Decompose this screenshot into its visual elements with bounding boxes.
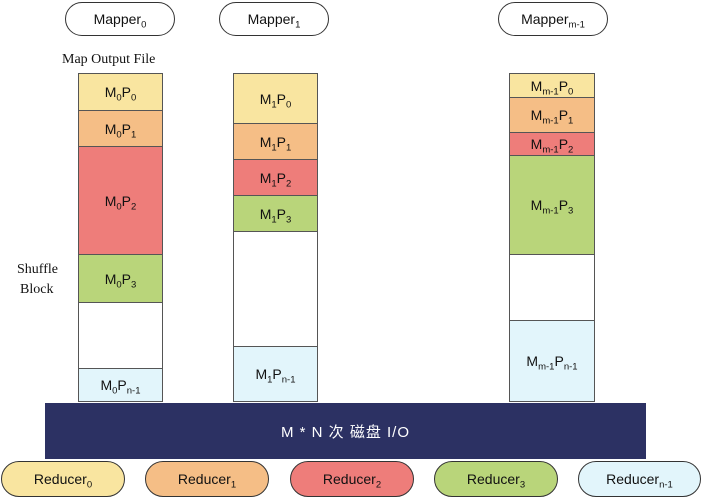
block-m1-p0: M1P0	[234, 74, 317, 124]
block-m1-p1-label: M1P1	[259, 133, 292, 153]
reducer-1-label: Reducer1	[177, 471, 237, 491]
block-mm-1-p1: Mm-1P1	[510, 98, 594, 133]
block-mm-1-pn-1-label: Mm-1Pn-1	[526, 353, 578, 373]
block-m0-pn-1: M0Pn-1	[79, 368, 162, 401]
map-output-file-0: M0P0 M0P1 M0P2 M0P3 M0Pn-1	[78, 73, 163, 402]
block-m0-p3-label: M0P3	[104, 270, 137, 290]
shuffle-block-label-line2: Block	[20, 282, 54, 297]
block-mm-1-p3: Mm-1P3	[510, 156, 594, 255]
block-mm-1-p1-label: Mm-1P1	[530, 107, 574, 127]
block-m0-p3: M0P3	[79, 255, 162, 303]
block-m1-p2: M1P2	[234, 160, 317, 196]
mapper-0-node: Mapper0	[65, 2, 175, 36]
reducer-2-node: Reducer2	[290, 461, 414, 497]
block-m0-p1: M0P1	[79, 111, 162, 147]
map-output-file-m-1: Mm-1P0 Mm-1P1 Mm-1P2 Mm-1P3 Mm-1Pn-1	[509, 73, 595, 402]
reducer-3-node: Reducer3	[434, 461, 558, 497]
disk-io-bar: M * N 次 磁盘 I/O	[45, 403, 646, 459]
mapper-1-node: Mapper1	[219, 2, 329, 36]
mapper-m-1-label: Mapperm-1	[521, 11, 585, 31]
reducer-0-label: Reducer0	[33, 471, 93, 491]
block-m1-p3-label: M1P3	[259, 205, 292, 225]
block-m1-pn-1: M1Pn-1	[234, 346, 317, 401]
block-m0-p0-label: M0P0	[104, 84, 137, 104]
shuffle-block-label-line1: Shuffle	[17, 262, 58, 277]
block-m0-pn-1-label: M0Pn-1	[100, 377, 141, 397]
mapper-m-1-node: Mapperm-1	[498, 2, 608, 36]
block-m1-p1: M1P1	[234, 124, 317, 160]
block-mm-1-p2: Mm-1P2	[510, 133, 594, 156]
block-mm-1-p0: Mm-1P0	[510, 74, 594, 98]
block-m1-p3: M1P3	[234, 196, 317, 232]
reducer-2-label: Reducer2	[322, 471, 382, 491]
block-m0-p0: M0P0	[79, 74, 162, 111]
block-m0-p2-label: M0P2	[104, 192, 137, 212]
reducer-n-1-label: Reducern-1	[606, 471, 673, 491]
block-m1-p0-label: M1P0	[259, 90, 292, 110]
reducer-n-1-node: Reducern-1	[578, 461, 701, 497]
mapper-0-label: Mapper0	[93, 11, 147, 31]
block-m0-p2: M0P2	[79, 147, 162, 255]
reducer-1-node: Reducer1	[145, 461, 269, 497]
map-output-file-label: Map Output File	[62, 52, 156, 67]
reducer-3-label: Reducer3	[466, 471, 526, 491]
block-m1-p2-label: M1P2	[259, 169, 292, 189]
block-mm-1-p0-label: Mm-1P0	[530, 77, 574, 97]
reducer-0-node: Reducer0	[1, 461, 125, 497]
disk-io-label: M * N 次 磁盘 I/O	[280, 423, 410, 441]
block-m0-p1-label: M0P1	[104, 120, 137, 140]
map-output-file-1: M1P0 M1P1 M1P2 M1P3 M1Pn-1	[233, 73, 318, 402]
block-m1-pn-1-label: M1Pn-1	[255, 366, 296, 386]
mapper-1-label: Mapper1	[247, 11, 301, 31]
shuffle-block-label: Shuffle Block	[17, 260, 58, 300]
block-mm-1-p2-label: Mm-1P2	[530, 136, 574, 156]
block-mm-1-p3-label: Mm-1P3	[530, 197, 574, 217]
block-mm-1-pn-1: Mm-1Pn-1	[510, 320, 594, 401]
